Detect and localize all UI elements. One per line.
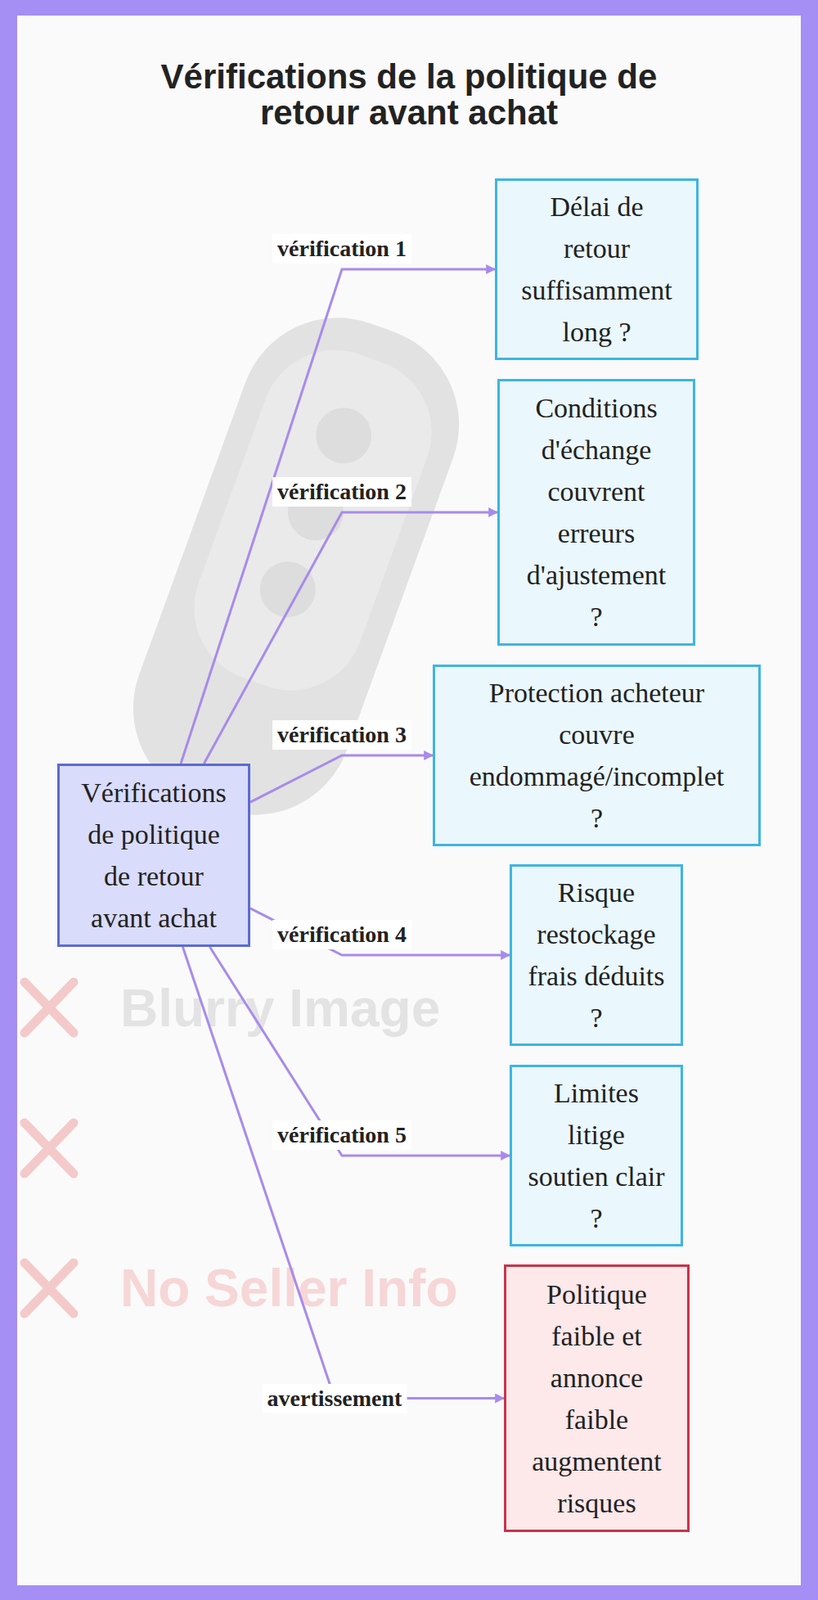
fob-button	[308, 400, 380, 472]
edge-label: avertissement	[262, 1383, 408, 1413]
key-fob-illustration	[105, 290, 487, 843]
node-text: Politique faible et annonce faible augme…	[527, 1272, 667, 1524]
check-box: Protection acheteur couvre endommagé/inc…	[432, 664, 761, 846]
edge-label: vérification 5	[272, 1119, 412, 1150]
edge-label: vérification 2	[272, 476, 412, 507]
node-text: Protection acheteur couvre endommagé/inc…	[462, 671, 733, 839]
watermark-text: No Seller Info	[120, 1258, 459, 1317]
node-text: Conditions d'échange couvrent erreurs d'…	[521, 386, 673, 638]
node-text: Délai de retour suffisamment long ?	[518, 185, 676, 353]
node-text: Limites litige soutien clair ?	[525, 1071, 669, 1239]
cross-mark	[24, 1262, 74, 1313]
connector-line	[209, 946, 510, 1156]
node-text: Risque restockage frais déduits ?	[525, 871, 669, 1039]
check-box: Conditions d'échange couvrent erreurs d'…	[497, 378, 696, 646]
connector-line	[250, 755, 433, 802]
inner-panel	[17, 15, 801, 1585]
warning-box: Politique faible et annonce faible augme…	[503, 1263, 690, 1532]
connector-line	[250, 907, 510, 955]
cross-mark	[24, 981, 74, 1033]
edge-label: vérification 4	[272, 919, 412, 949]
root-box: Vérifications de politique de retour ava…	[57, 763, 251, 947]
edge-label: vérification 1	[272, 233, 412, 264]
node-text: Vérifications de politique de retour ava…	[76, 771, 232, 939]
check-box: Délai de retour suffisamment long ?	[494, 178, 699, 360]
fob-body	[105, 290, 487, 843]
diagram-title: Vérifications de la politique de retour …	[139, 58, 679, 131]
check-box: Limites litige soutien clair ?	[509, 1064, 684, 1246]
connector-line	[182, 946, 504, 1398]
edge-label: vérification 3	[272, 719, 412, 750]
check-box: Risque restockage frais déduits ?	[509, 863, 684, 1046]
cross-mark	[24, 1122, 74, 1174]
watermark-text: Blurry Image	[120, 979, 441, 1037]
fob-panel	[173, 328, 453, 711]
cross-marks	[24, 981, 74, 1313]
